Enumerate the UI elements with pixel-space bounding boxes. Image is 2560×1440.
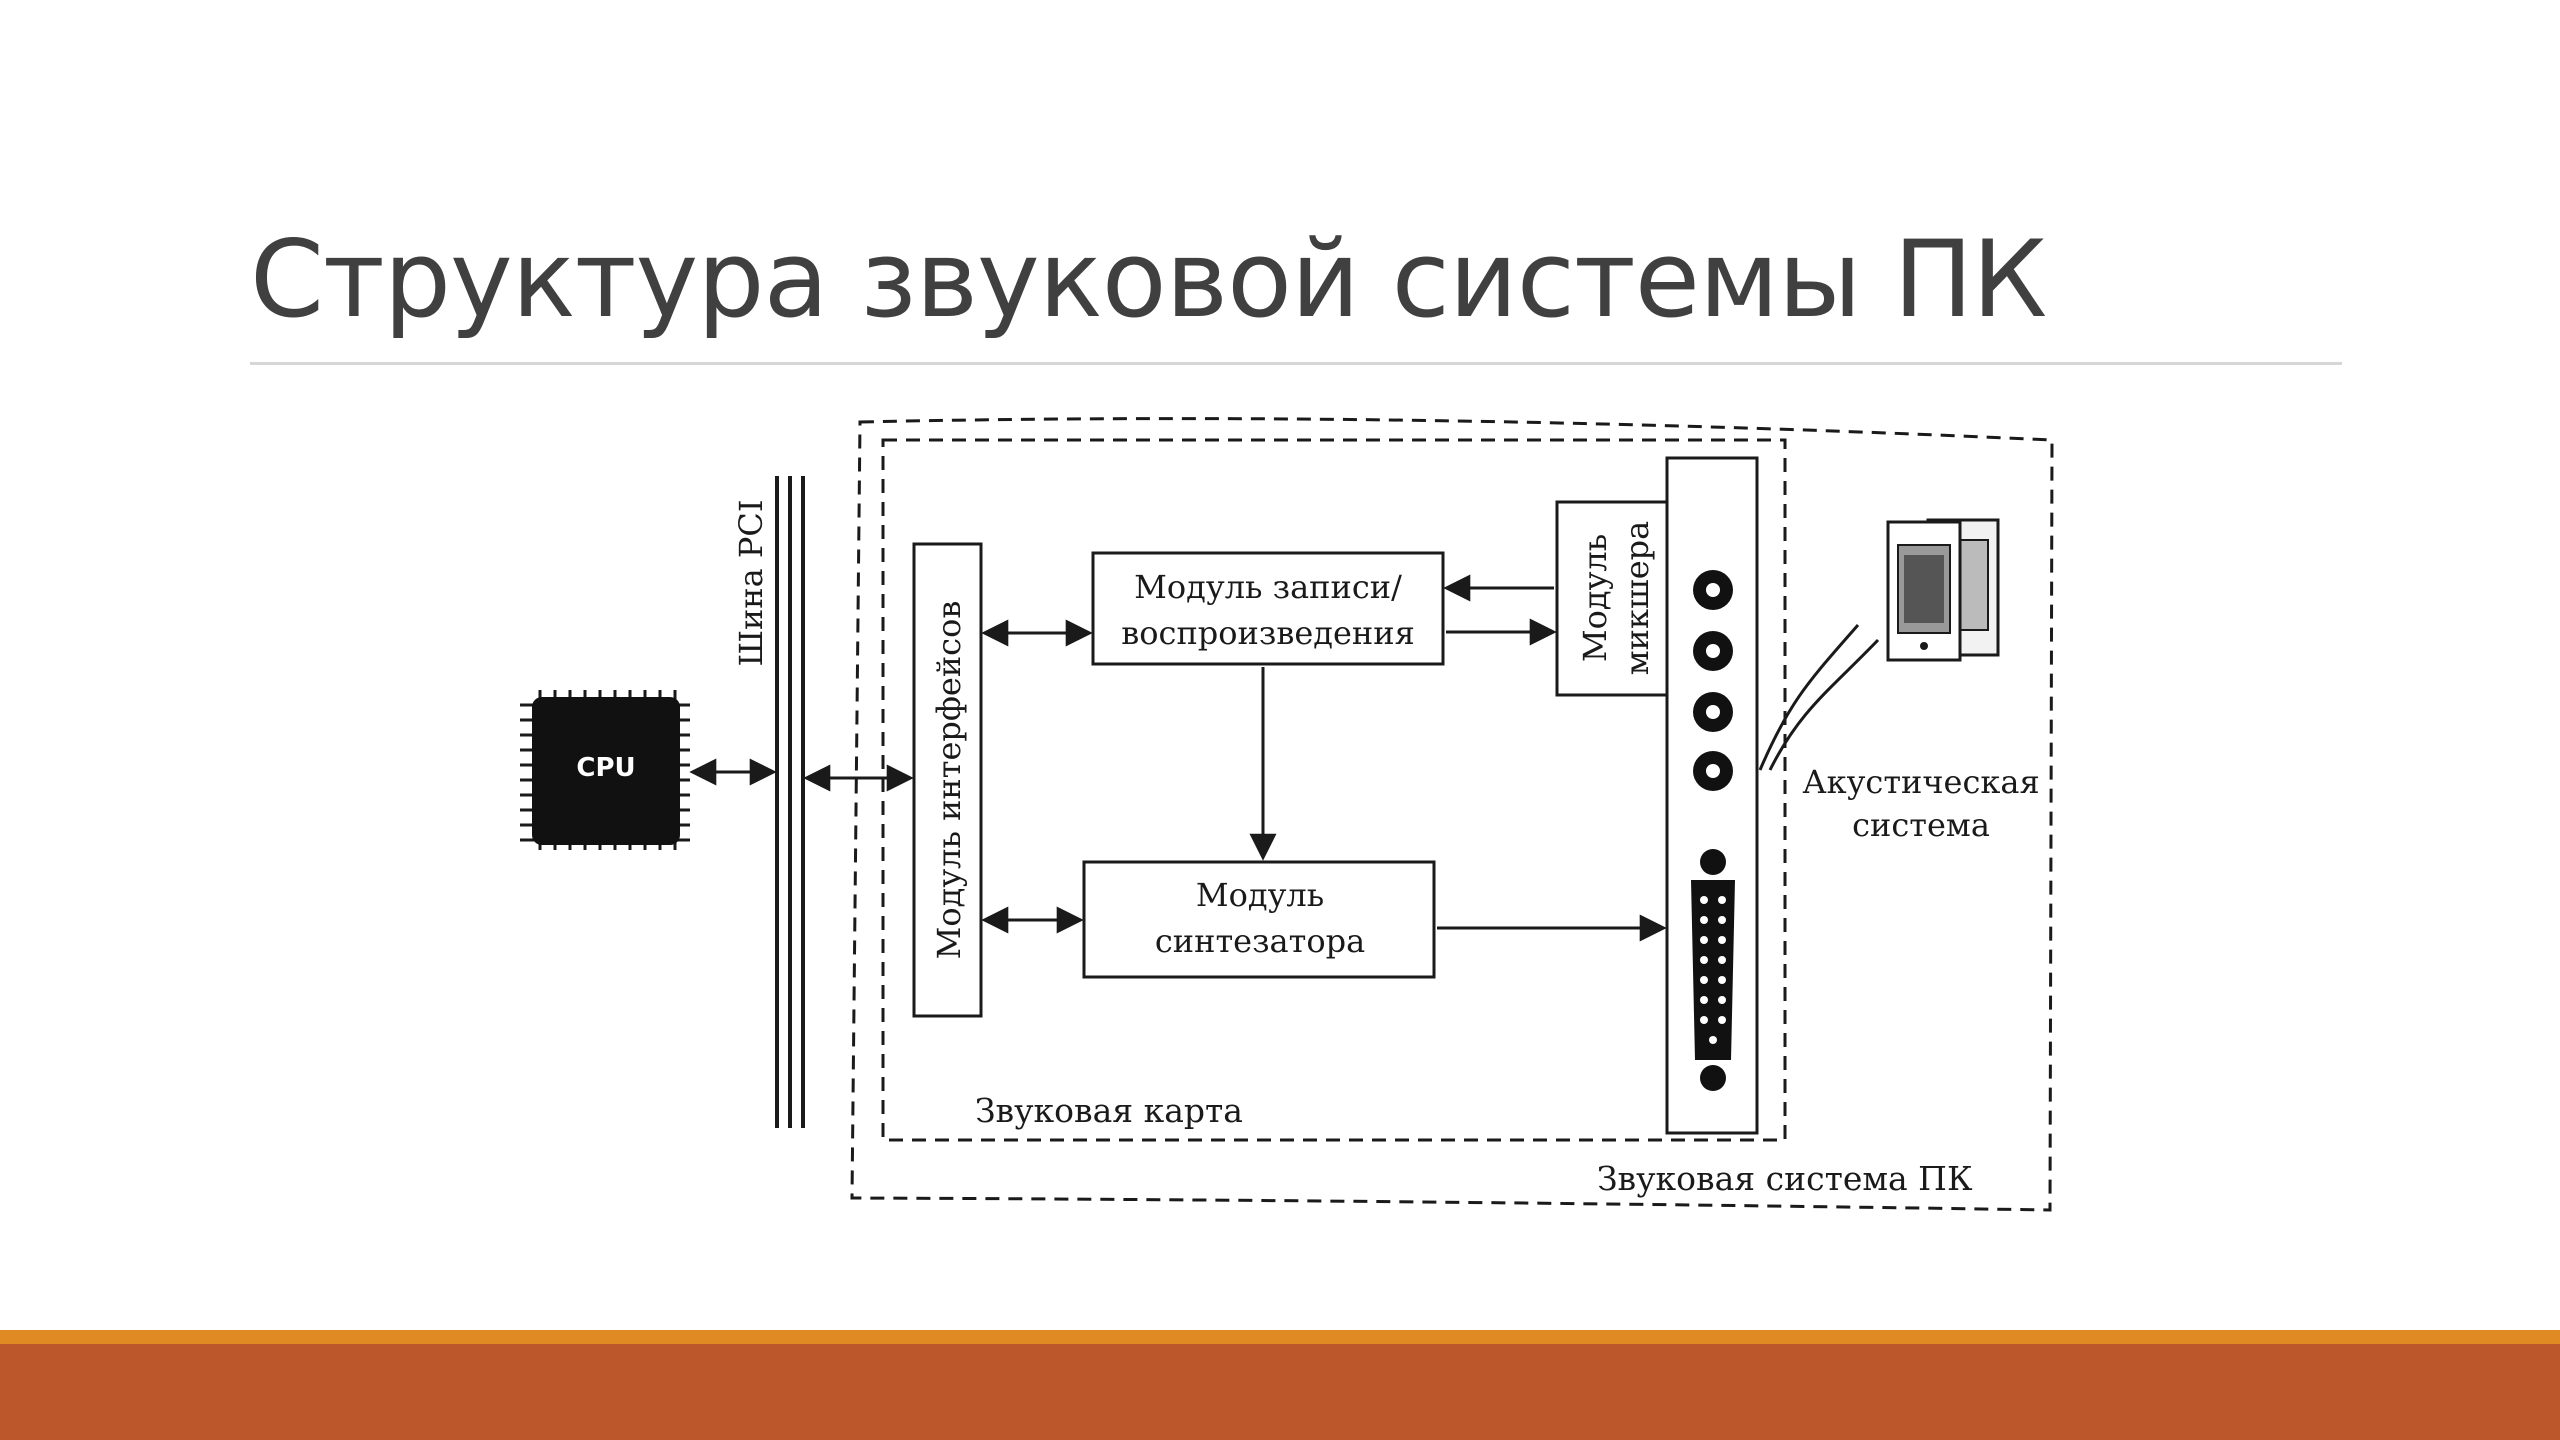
synthesizer-module-label-line1: Модуль xyxy=(1196,876,1324,914)
record-playback-module-label-line2: воспроизведения xyxy=(1121,614,1415,652)
sound-card-bracket xyxy=(1665,456,1759,1135)
sound-system-label: Звуковая система ПК xyxy=(1597,1159,1973,1198)
record-playback-module-box xyxy=(1091,551,1445,666)
interface-module-label: Модуль интерфейсов xyxy=(930,601,968,960)
record-playback-module-label-line1: Модуль записи/ xyxy=(1134,568,1402,606)
footer-accent-stripe xyxy=(0,1330,2560,1344)
synthesizer-module-box xyxy=(1082,860,1436,979)
sound-system-boundary xyxy=(850,417,2054,1212)
cpu-label: CPU xyxy=(576,753,635,783)
slide-title: Структура звуковой системы ПК xyxy=(250,218,2047,341)
cpu-chip xyxy=(520,690,690,850)
game-port-connector xyxy=(1691,849,1735,1091)
pci-bus xyxy=(775,476,805,1128)
footer-band xyxy=(0,1344,2560,1440)
pci-bus-label: Шина PCI xyxy=(732,499,770,666)
speakers-label-line2: система xyxy=(1852,806,1990,844)
interface-module-box xyxy=(912,542,983,1018)
audio-jacks xyxy=(1693,570,1733,791)
speakers-label-line1: Акустическая xyxy=(1802,763,2039,801)
title-divider xyxy=(250,362,2342,365)
speakers-icon xyxy=(1758,518,2000,771)
sound-card-label: Звуковая карта xyxy=(975,1091,1243,1130)
mixer-module-label-line1: Модуль xyxy=(1576,534,1614,662)
mixer-module-label-line2: микшера xyxy=(1618,521,1656,675)
synthesizer-module-label-line2: синтезатора xyxy=(1155,922,1365,960)
